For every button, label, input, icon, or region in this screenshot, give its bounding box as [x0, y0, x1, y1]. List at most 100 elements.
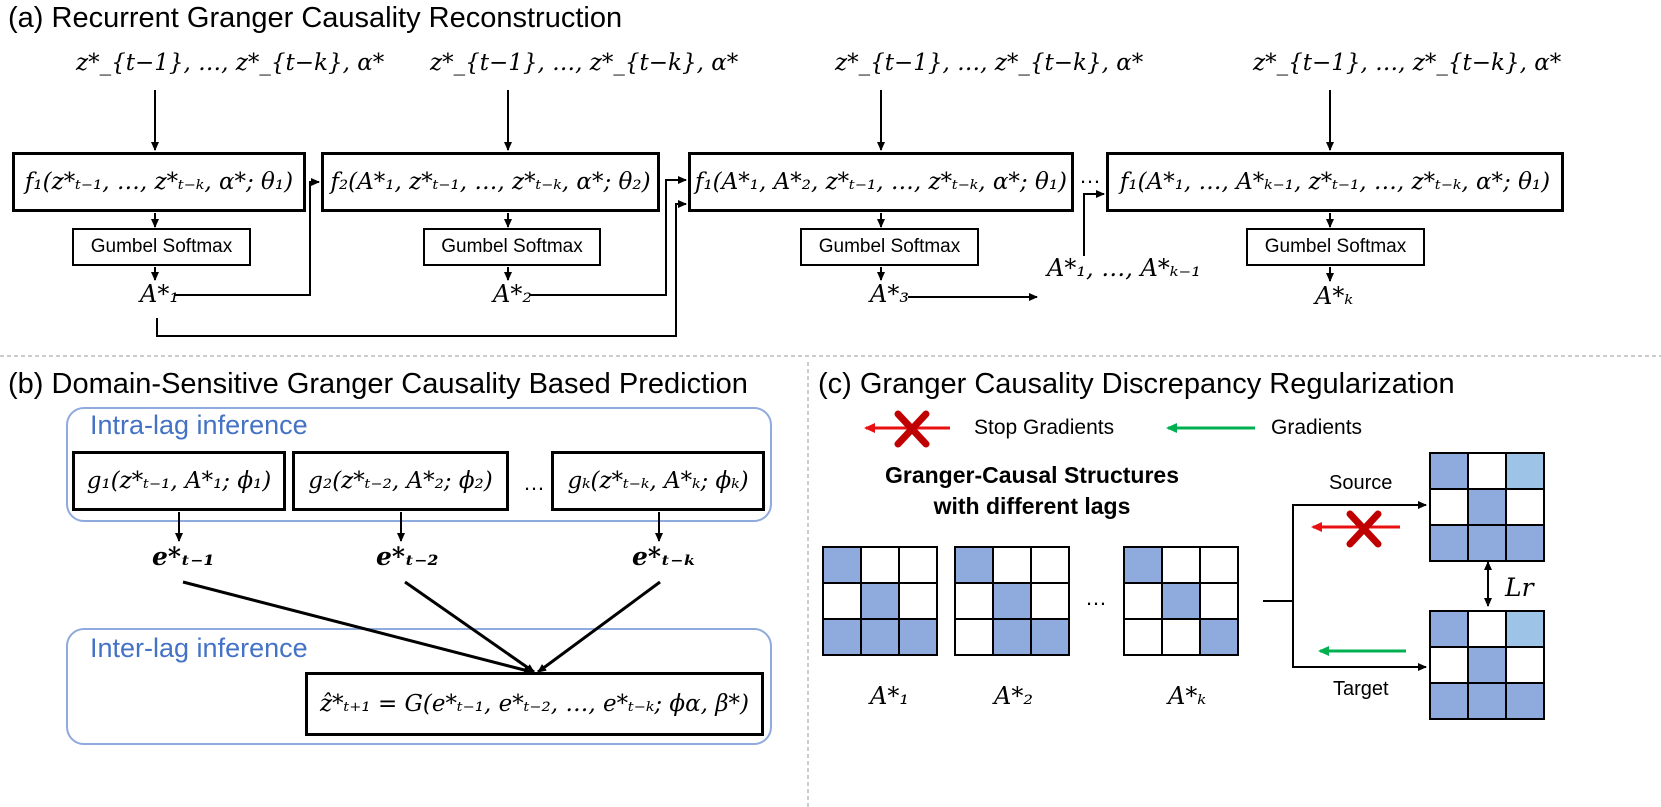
output-ak: A*ₖ [1315, 282, 1354, 310]
matrix-a2 [954, 546, 1070, 656]
section-a-title: (a) Recurrent Granger Causality Reconstr… [8, 2, 623, 34]
matrix-label-a1: A*₁ [870, 682, 909, 710]
matrix-cell [1430, 453, 1468, 489]
matrix-label-ak: A*ₖ [1168, 682, 1207, 710]
gumbel-softmax-3: Gumbel Softmax [800, 228, 979, 266]
gradients-label: Gradients [1271, 416, 1363, 439]
matrix-cell [1506, 611, 1544, 647]
b-ellipsis: … [523, 470, 545, 495]
gumbel-softmax-4: Gumbel Softmax [1246, 228, 1425, 266]
matrix-cell [861, 547, 899, 583]
g-box-2: g₂(z*ₜ₋₂, A*₂; ϕ₂) [292, 451, 509, 511]
matrix-cell [899, 547, 937, 583]
section-c-title: (c) Granger Causality Discrepancy Regula… [818, 368, 1455, 400]
arrow-e2-G [404, 580, 535, 674]
e-label-k: e*ₜ₋ₖ [632, 542, 697, 571]
c-ellipsis: … [1085, 585, 1107, 610]
matrix-cell [1430, 489, 1468, 525]
stop-gradients-label: Stop Gradients [974, 416, 1115, 439]
g-box-k: gₖ(z*ₜ₋ₖ, A*ₖ; ϕₖ) [551, 451, 765, 511]
matrix-cell [1468, 683, 1506, 719]
matrix-cell [1124, 547, 1162, 583]
output-a2: A*₂ [493, 280, 532, 308]
matrix-cell [1162, 547, 1200, 583]
input-label-3: z*_{t−1}, …, z*_{t−k}, α* [835, 50, 1144, 76]
matrix-cell [1468, 453, 1506, 489]
matrix-cell [955, 619, 993, 655]
matrix-cell [899, 619, 937, 655]
matrix-cell [1506, 525, 1544, 561]
input-label-1: z*_{t−1}, …, z*_{t−k}, α* [76, 50, 385, 76]
matrix-cell [955, 547, 993, 583]
matrix-cell [1506, 453, 1544, 489]
f-box-3: f₁(A*₁, A*₂, z*ₜ₋₁, …, z*ₜ₋ₖ, α*; θ₁) [688, 152, 1074, 212]
source-matrix [1429, 452, 1545, 562]
matrix-cell [1468, 489, 1506, 525]
matrix-cell [1031, 619, 1069, 655]
input-label-4: z*_{t−1}, …, z*_{t−k}, α* [1253, 50, 1562, 76]
e-label-2: e*ₜ₋₂ [376, 542, 439, 571]
matrix-cell [1430, 683, 1468, 719]
input-label-2: z*_{t−1}, …, z*_{t−k}, α* [430, 50, 739, 76]
arrow-e1-G [182, 580, 533, 674]
arrow-to-target [1292, 601, 1427, 671]
matrix-cell [1430, 647, 1468, 683]
matrix-label-a2: A*₂ [994, 682, 1033, 710]
matrix-cell [1124, 619, 1162, 655]
source-label: Source [1329, 472, 1393, 494]
matrix-cell [1162, 619, 1200, 655]
intra-lag-container [66, 407, 772, 522]
arrow-a2-f3 [530, 176, 687, 296]
matrix-cell [823, 547, 861, 583]
matrix-cell [823, 619, 861, 655]
matrix-cell [861, 583, 899, 619]
matrix-cell [1468, 611, 1506, 647]
matrix-cell [1200, 547, 1238, 583]
f-box-4: f₁(A*₁, …, A*ₖ₋₁, z*ₜ₋₁, …, z*ₜ₋ₖ, α*; θ… [1106, 152, 1564, 212]
matrix-cell [1468, 525, 1506, 561]
loss-label: Lr [1505, 573, 1534, 602]
intermediate-label: A*₁, …, A*ₖ₋₁ [1047, 254, 1201, 282]
G-box: ẑ*ₜ₊₁ = G(e*ₜ₋₁, e*ₜ₋₂, …, e*ₜ₋ₖ; ϕα, β*… [305, 672, 764, 736]
g-box-1: g₁(z*ₜ₋₁, A*₁; ϕ₁) [72, 451, 286, 511]
matrix-ak [1123, 546, 1239, 656]
f-box-1: f₁(z*ₜ₋₁, …, z*ₜ₋ₖ, α*; θ₁) [12, 152, 306, 212]
matrix-cell [823, 583, 861, 619]
matrix-cell [1200, 619, 1238, 655]
matrix-cell [993, 619, 1031, 655]
matrix-cell [993, 583, 1031, 619]
e-label-1: e*ₜ₋₁ [152, 542, 215, 571]
arrow-ek-G [537, 580, 661, 674]
matrix-cell [1162, 583, 1200, 619]
arrow-intermediate-f4 [1083, 190, 1105, 256]
section-b-title: (b) Domain-Sensitive Granger Causality B… [8, 368, 748, 400]
matrix-cell [1124, 583, 1162, 619]
matrix-cell [955, 583, 993, 619]
matrix-cell [861, 619, 899, 655]
matrix-cell [1506, 647, 1544, 683]
matrix-cell [899, 583, 937, 619]
matrix-cell [1506, 489, 1544, 525]
matrix-cell [1430, 525, 1468, 561]
inter-lag-container [66, 628, 772, 745]
gumbel-softmax-1: Gumbel Softmax [72, 228, 251, 266]
matrix-a1 [822, 546, 938, 656]
stop-x-icon-legend [894, 410, 930, 448]
structures-title: Granger-Causal Structures with different… [885, 462, 1179, 520]
gumbel-softmax-2: Gumbel Softmax [423, 228, 601, 266]
output-a3: A*₃ [870, 280, 909, 308]
arrow-a1-f3 [156, 200, 687, 337]
target-label: Target [1333, 678, 1389, 700]
arrow-a1-f2 [175, 178, 320, 296]
matrix-cell [1200, 583, 1238, 619]
intra-lag-label: Intra-lag inference [90, 410, 308, 440]
a-ellipsis: … [1079, 163, 1101, 188]
matrix-cell [1468, 647, 1506, 683]
matrix-cell [1430, 611, 1468, 647]
stop-x-icon [1346, 510, 1382, 548]
inter-lag-label: Inter-lag inference [90, 633, 308, 663]
matrix-cell [1031, 583, 1069, 619]
f-box-2: f₂(A*₁, z*ₜ₋₁, …, z*ₜ₋ₖ, α*; θ₂) [321, 152, 660, 212]
